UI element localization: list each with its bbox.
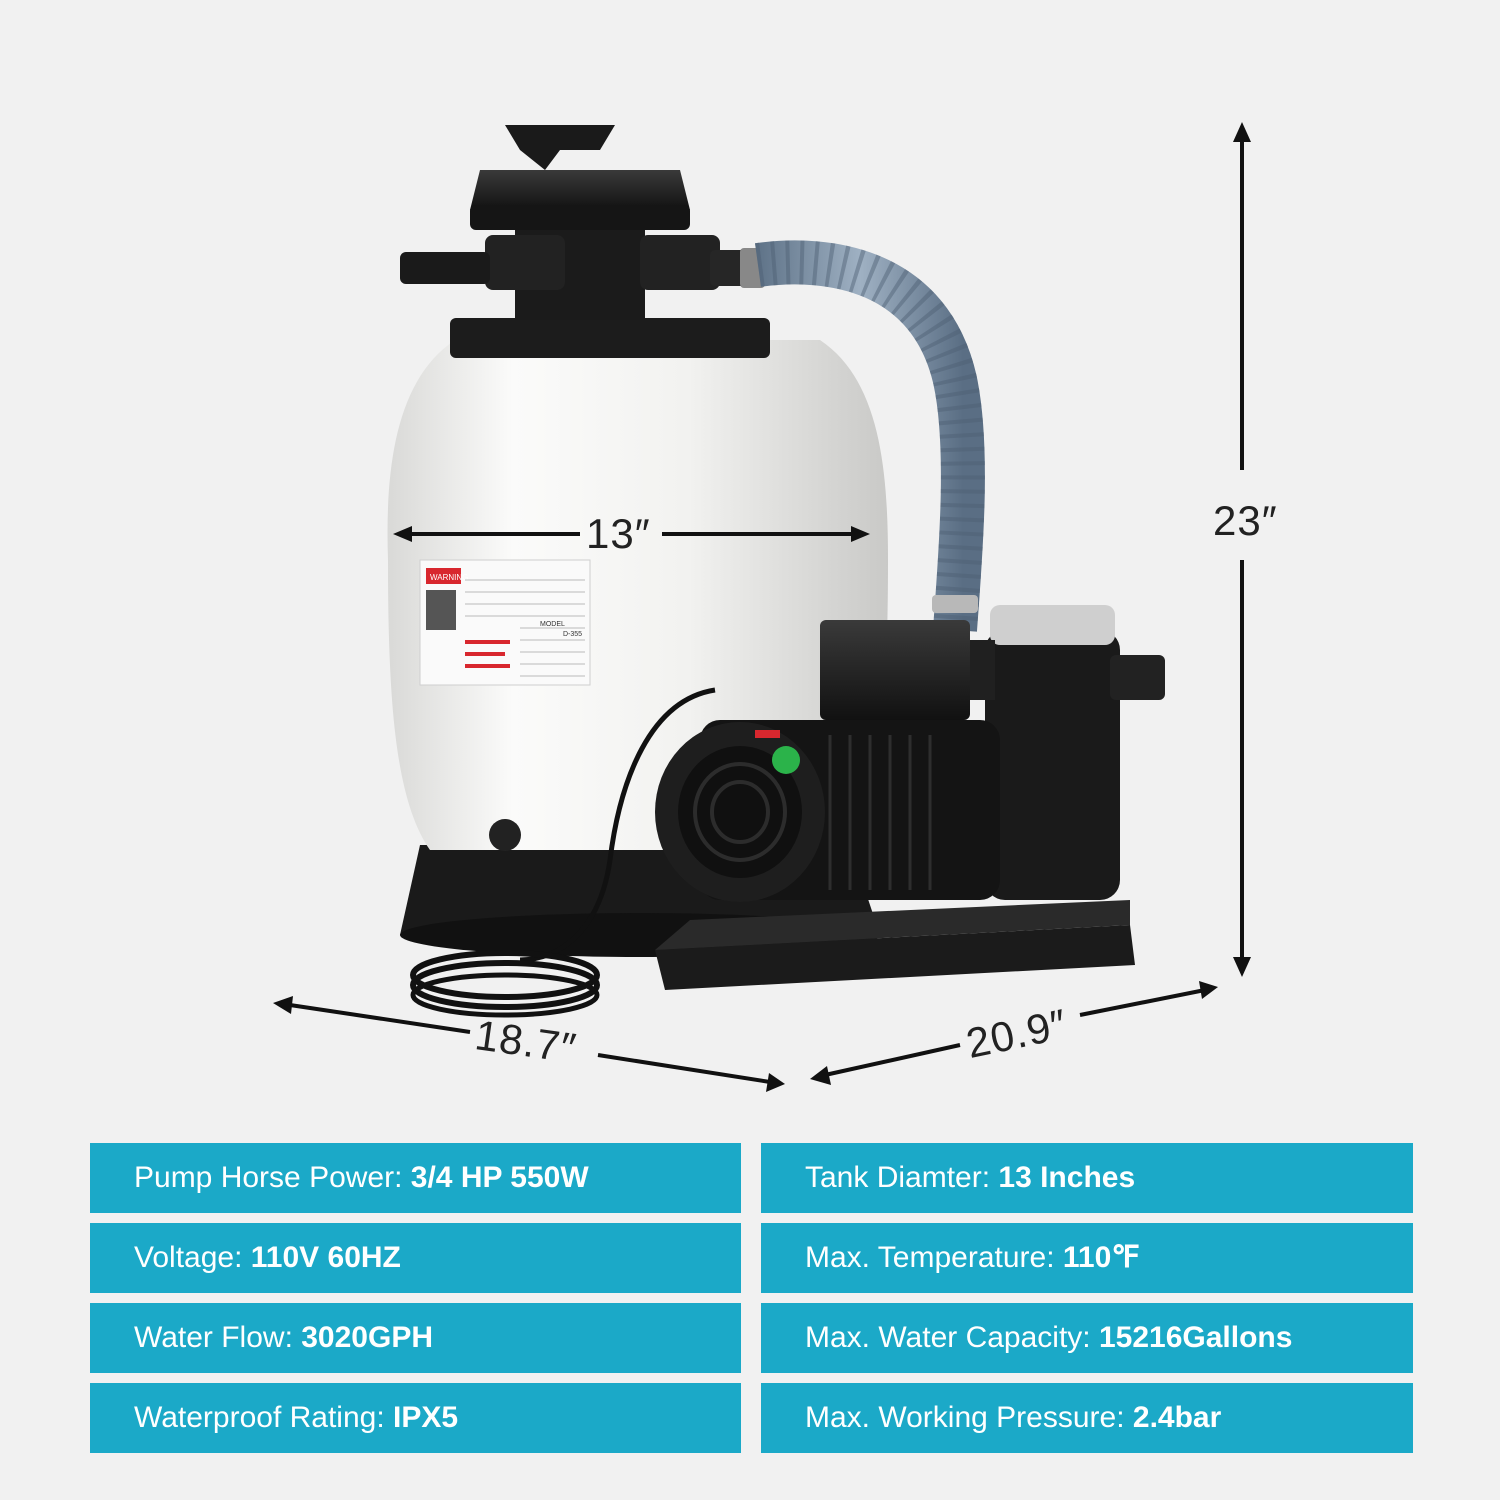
hose [754,240,985,632]
spec-max-water-capacity: Max. Water Capacity: 15216Gallons [761,1303,1413,1373]
warning-text: WARNING [430,573,468,582]
spec-value: 2.4bar [1132,1401,1222,1434]
spec-label: Max. Working Pressure: [805,1401,1133,1434]
spec-label: Waterproof Rating: [134,1401,393,1434]
spec-label: Pump Horse Power: [134,1161,411,1194]
tank-width-label: 13″ [586,510,651,557]
warning-label: WARNING MODEL D-355 [419,559,591,686]
power-cord [410,687,716,1018]
spec-max-working-pressure: Max. Working Pressure: 2.4bar [761,1383,1413,1453]
spec-label: Max. Water Capacity: [805,1321,1099,1354]
spec-label: Voltage: [134,1241,251,1274]
spec-label: Water Flow: [134,1321,302,1354]
spec-water-flow: Water Flow: 3020GPH [90,1303,741,1373]
spec-value: IPX5 [393,1401,459,1434]
spec-max-temperature: Max. Temperature: 110℉ [761,1223,1413,1293]
product-illustration: WARNING MODEL D-355 [273,122,1278,1092]
multiport-valve [400,125,765,320]
spec-value: 15216Gallons [1098,1321,1293,1354]
spec-value: 3020GPH [301,1321,433,1354]
spec-label: Tank Diamter: [805,1161,999,1194]
spec-label: Max. Temperature: [805,1241,1063,1274]
spec-tank-diameter: Tank Diamter: 13 Inches [761,1143,1413,1213]
pump [655,605,1165,990]
model-heading: MODEL [540,621,565,628]
pump-filter-drawing: WARNING MODEL D-355 [273,122,1251,1092]
dimension-arrows [273,122,1251,1092]
height-label: 23″ [1213,497,1278,544]
spec-value: 110V 60HZ [250,1241,401,1274]
model-value: D-355 [563,631,582,638]
spec-value: 13 Inches [998,1161,1136,1194]
spec-value: 110℉ [1062,1241,1140,1274]
spec-voltage: Voltage: 110V 60HZ [90,1223,741,1293]
spec-pump-horse-power: Pump Horse Power: 3/4 HP 550W [90,1143,741,1213]
spec-waterproof-rating: Waterproof Rating: IPX5 [90,1383,741,1453]
spec-value: 3/4 HP 550W [410,1161,589,1194]
